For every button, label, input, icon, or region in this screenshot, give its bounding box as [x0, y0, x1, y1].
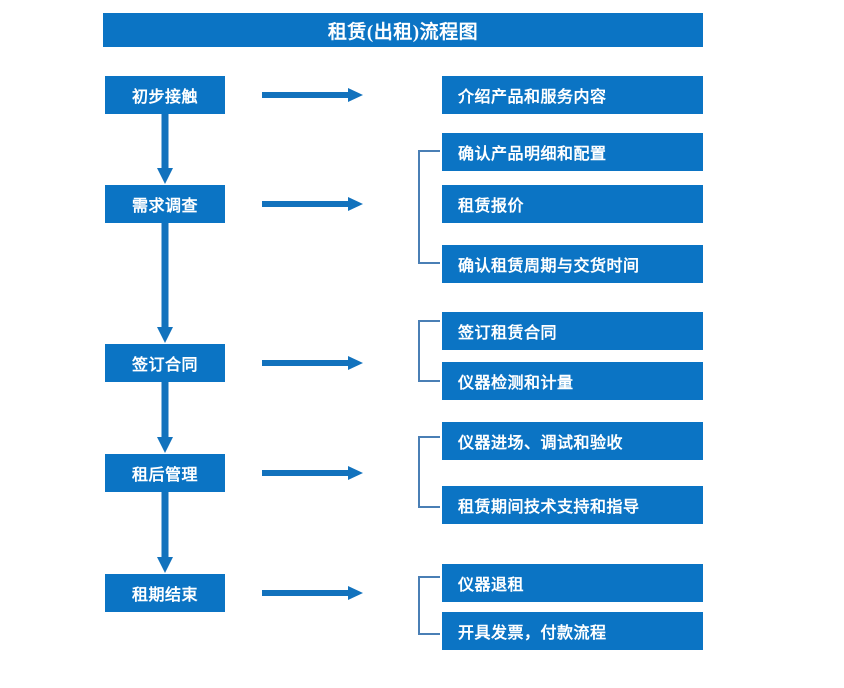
- right-arrow-stage4: [262, 466, 363, 480]
- group-bracket-xuqiu-diaocha: [418, 150, 440, 264]
- down-arrow-stage2-stage3: [157, 223, 173, 343]
- stage-box-qianding-hetong[interactable]: 签订合同: [105, 344, 225, 382]
- detail-box-zulin-qijian-jishu-zhichi[interactable]: 租赁期间技术支持和指导: [442, 486, 703, 524]
- detail-box-yiqi-tuizu[interactable]: 仪器退租: [442, 564, 703, 602]
- stage-box-xuqiu-diaocha[interactable]: 需求调查: [105, 185, 225, 223]
- right-arrow-stage5: [262, 586, 363, 600]
- detail-box-queren-chanpin-mingxi[interactable]: 确认产品明细和配置: [442, 133, 703, 171]
- down-arrow-stage3-stage4: [157, 382, 173, 453]
- group-bracket-qianding-hetong: [418, 320, 440, 382]
- detail-box-kaiju-fapiao-fukuan[interactable]: 开具发票，付款流程: [442, 612, 703, 650]
- down-arrow-stage1-stage2: [157, 114, 173, 184]
- group-bracket-zuhou-guanli: [418, 436, 440, 508]
- group-bracket-zuqi-jieshu: [418, 576, 440, 635]
- right-arrow-stage3: [262, 356, 363, 370]
- detail-box-yiqi-jiance-jiliang[interactable]: 仪器检测和计量: [442, 362, 703, 400]
- diagram-title: 租赁(出租)流程图: [103, 13, 703, 47]
- stage-box-zuqi-jieshu[interactable]: 租期结束: [105, 574, 225, 612]
- detail-box-qianding-zulin-hetong[interactable]: 签订租赁合同: [442, 312, 703, 350]
- detail-box-jieshao-chanpin-fuwu[interactable]: 介绍产品和服务内容: [442, 76, 703, 114]
- stage-box-chubu-jiechu[interactable]: 初步接触: [105, 76, 225, 114]
- detail-box-zulin-baojia[interactable]: 租赁报价: [442, 185, 703, 223]
- stage-box-zuhou-guanli[interactable]: 租后管理: [105, 454, 225, 492]
- right-arrow-stage2: [262, 197, 363, 211]
- detail-box-yiqi-jinchang-tiaoshi[interactable]: 仪器进场、调试和验收: [442, 422, 703, 460]
- detail-box-queren-zulin-zhouqi[interactable]: 确认租赁周期与交货时间: [442, 245, 703, 283]
- down-arrow-stage4-stage5: [157, 492, 173, 573]
- right-arrow-stage1: [262, 88, 363, 102]
